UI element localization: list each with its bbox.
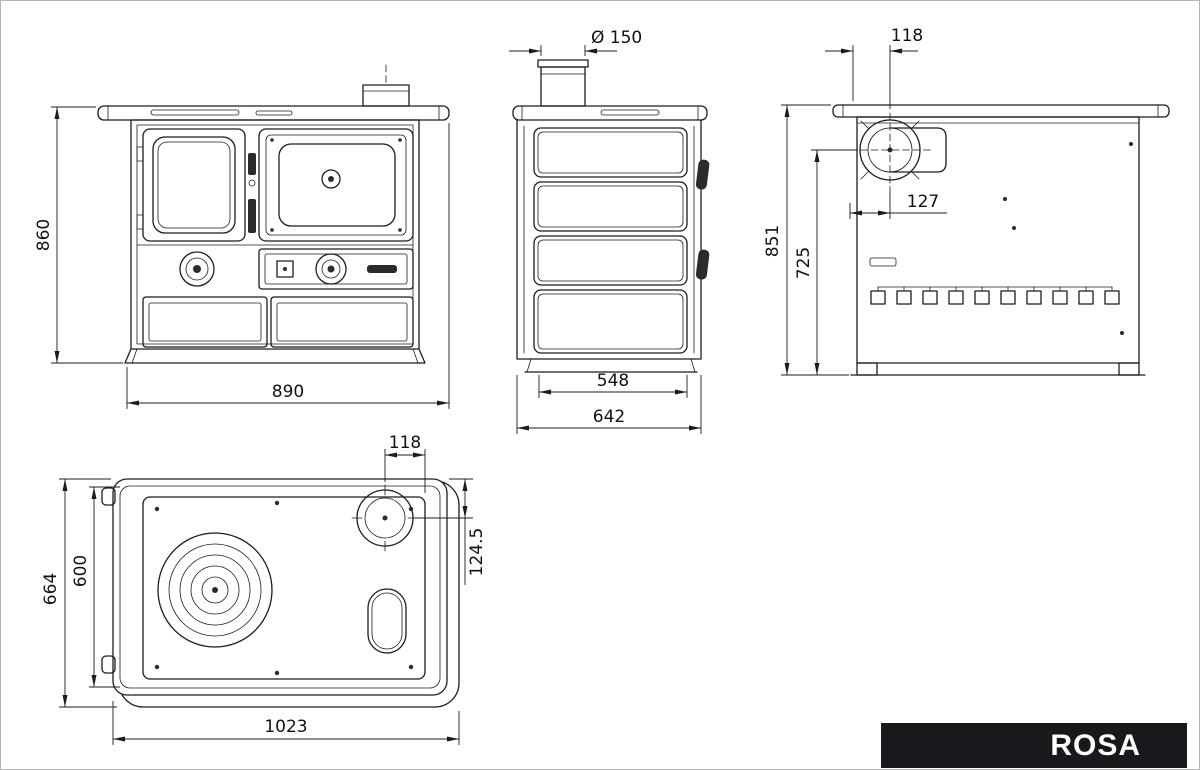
rear-flue-offset-dimension: 118 (825, 26, 923, 109)
side-depth-total-dimension: 642 (516, 375, 702, 434)
side-base (524, 358, 698, 373)
side-flue-pipe (537, 59, 589, 107)
ash-drawers (142, 296, 414, 348)
top-cooktop-outline (112, 478, 448, 696)
door-hinge-column (248, 153, 256, 233)
side-view: Ø 150 548 64 (509, 28, 710, 434)
front-base (124, 348, 426, 364)
top-depth-body-dimension: 600 (71, 486, 120, 688)
top-flue-back-dim-label: 124.5 (467, 528, 487, 577)
top-view: 118 124.5 664 600 1023 (41, 433, 487, 745)
rear-flue-center-dimension: 127 (849, 191, 947, 219)
top-depth-body-dim-label: 600 (71, 555, 91, 587)
flue-diameter-dimension: Ø 150 (509, 28, 642, 56)
product-label: ROSA (881, 723, 1187, 768)
rear-height-total-dimension: 851 (763, 104, 849, 376)
control-band (136, 244, 414, 290)
product-name: ROSA (1050, 728, 1141, 762)
top-vent-slot (367, 588, 407, 654)
flue-diameter-dim-label: Ø 150 (591, 28, 642, 48)
front-width-dimension: 890 (126, 123, 450, 409)
top-width-total-dimension: 1023 (112, 701, 460, 745)
side-depth-total-dim-label: 642 (593, 407, 625, 427)
front-body-frame (130, 119, 420, 350)
rear-flue-height-dimension: 725 (794, 149, 858, 375)
front-height-dimension: 860 (34, 106, 123, 364)
side-depth-body-dimension: 548 (538, 371, 688, 398)
rear-base (850, 362, 1146, 376)
front-width-dim-label: 890 (272, 382, 304, 402)
top-flue-collar (351, 484, 419, 552)
front-top-plate (97, 105, 450, 121)
front-height-dim-label: 860 (34, 219, 54, 251)
side-top-plate (512, 105, 708, 121)
rear-flue-center-dim-label: 127 (907, 192, 939, 212)
rear-flue-height-dim-label: 725 (794, 247, 814, 279)
rail-brackets (101, 487, 116, 674)
rear-flue-offset-dim-label: 118 (891, 26, 923, 46)
top-screws (154, 500, 414, 676)
top-flue-offset-dimension: 118 (384, 433, 426, 493)
top-depth-total-dimension: 664 (41, 478, 117, 708)
front-view: 860 890 (34, 64, 450, 409)
rear-terminal-row (870, 286, 1120, 305)
oven-door (258, 128, 414, 242)
rear-height-total-dim-label: 851 (763, 225, 783, 257)
rear-body (856, 116, 1140, 364)
top-depth-total-dim-label: 664 (41, 573, 61, 605)
top-cooktop-inner-line (119, 485, 441, 689)
side-handles (695, 159, 710, 280)
top-width-total-dim-label: 1023 (264, 717, 307, 737)
front-flue-stub (362, 64, 410, 107)
top-flue-back-dimension: 124.5 (415, 478, 487, 585)
rear-view: 118 127 851 725 (763, 26, 1170, 376)
firebox-door (136, 128, 246, 242)
top-hotplate (142, 496, 426, 680)
rear-top-plate (832, 104, 1170, 118)
rear-flue-collar (849, 112, 947, 192)
top-flue-offset-dim-label: 118 (389, 433, 421, 453)
side-body (516, 119, 702, 360)
burner-rings (157, 532, 273, 648)
side-depth-body-dim-label: 548 (597, 371, 629, 391)
